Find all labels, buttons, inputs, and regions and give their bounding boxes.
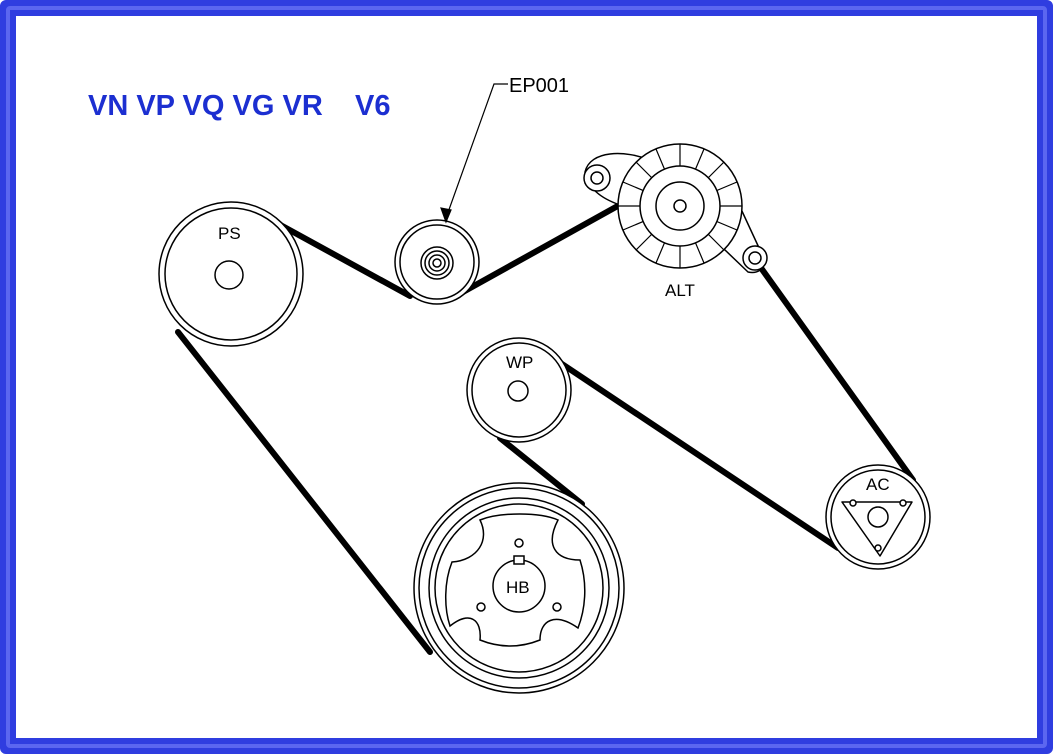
alternator xyxy=(583,143,768,274)
callout-label: EP001 xyxy=(509,75,569,97)
ps-pulley xyxy=(158,201,304,347)
belt-ps-to-idler xyxy=(272,219,413,299)
diagram-title: VN VP VQ VG VR V6 xyxy=(88,90,391,122)
hb-pulley xyxy=(413,482,625,694)
belt-hb-to-ps xyxy=(175,329,433,655)
wp-pulley xyxy=(466,337,572,443)
belt-ac-to-wp xyxy=(550,355,841,551)
wp-label: WP xyxy=(506,353,533,372)
callout-leader xyxy=(440,83,508,224)
alt-label: ALT xyxy=(665,281,695,300)
hb-label: HB xyxy=(506,578,530,597)
ps-label: PS xyxy=(218,224,241,243)
belt-wp-to-hb xyxy=(497,435,585,507)
ac-label: AC xyxy=(866,475,890,494)
idler-pulley xyxy=(394,219,480,305)
ac-pulley xyxy=(825,464,931,570)
